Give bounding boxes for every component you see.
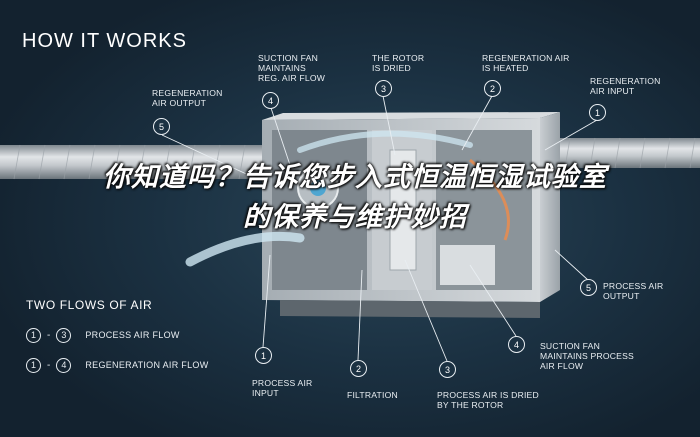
overlay-headline: 你知道吗？告诉您步入式恒温恒湿试验室的保养与维护妙招 xyxy=(103,162,607,233)
rotor xyxy=(389,149,417,271)
legend-from-number: 1 xyxy=(26,327,41,343)
callout-bottom-2-number: 2 xyxy=(350,360,367,377)
callout-bottom-1-label: PROCESS AIR INPUT xyxy=(252,378,313,398)
unit-side xyxy=(540,112,560,302)
callout-top-5-number: 5 xyxy=(153,118,170,135)
right-duct xyxy=(545,138,700,168)
callout-bottom-4-label: SUCTION FAN MAINTAINS PROCESS AIR FLOW xyxy=(540,341,634,371)
callout-bottom-2-label: FILTRATION xyxy=(347,390,398,400)
callout-bottom-5-label: PROCESS AIR OUTPUT xyxy=(603,281,664,301)
page-title: HOW IT WORKS xyxy=(22,30,187,52)
unit-base xyxy=(280,300,540,318)
unit-top xyxy=(262,112,560,120)
callout-bottom-4-number: 4 xyxy=(508,336,525,353)
callout-top-2-label: REGENERATION AIR IS HEATED xyxy=(482,53,570,73)
callout-bottom-5-number: 5 xyxy=(580,279,597,296)
callout-top-2-number: 2 xyxy=(484,80,501,97)
callout-top-1-label: REGENERATION AIR INPUT xyxy=(590,76,661,96)
airflow-arrow-top xyxy=(297,130,473,153)
callout-bottom-1-number: 1 xyxy=(255,347,272,364)
legend-label: PROCESS AIR FLOW xyxy=(85,330,180,340)
airflow-arrow-bottom xyxy=(185,231,305,267)
legend-title: TWO FLOWS OF AIR xyxy=(26,298,153,312)
legend-item-regeneration: 1 - 4 REGENERATION AIR FLOW xyxy=(26,356,209,374)
legend-to-number: 4 xyxy=(56,357,72,373)
legend-to-number: 3 xyxy=(56,327,72,343)
callout-bottom-3-label: PROCESS AIR IS DRIED BY THE ROTOR xyxy=(437,390,539,410)
callout-top-4-label: SUCTION FAN MAINTAINS REG. AIR FLOW xyxy=(258,53,326,83)
callout-top-3-label: THE ROTOR IS DRIED xyxy=(372,53,425,73)
callout-bottom-3-number: 3 xyxy=(439,361,456,378)
callout-top-1-number: 1 xyxy=(589,104,606,121)
callout-top-3-number: 3 xyxy=(375,80,392,97)
callout-top-4-number: 4 xyxy=(262,92,279,109)
callout-top-5-label: REGENERATION AIR OUTPUT xyxy=(152,88,223,108)
legend-label: REGENERATION AIR FLOW xyxy=(85,360,209,370)
legend-from-number: 1 xyxy=(26,357,41,373)
leader-lines xyxy=(161,95,598,362)
legend-item-process: 1 - 3 PROCESS AIR FLOW xyxy=(26,326,180,344)
